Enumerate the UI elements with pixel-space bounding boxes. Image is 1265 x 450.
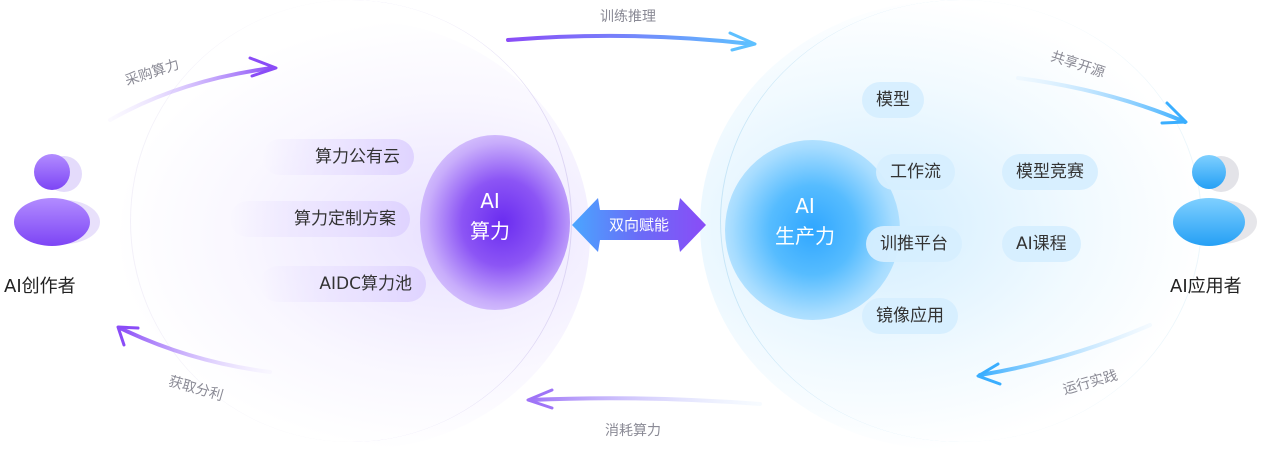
- custom-solution-pill[interactable]: 算力定制方案: [230, 201, 410, 237]
- ai-productivity-line1: AI: [795, 194, 815, 218]
- user-person-icon: [1173, 155, 1257, 246]
- gain-arrow: [118, 326, 272, 374]
- workflow-pill[interactable]: 工作流: [876, 154, 955, 190]
- creator-person-icon: [14, 154, 100, 246]
- connector-shape: [572, 198, 706, 252]
- ai-productivity-label: AI 生产力: [745, 191, 865, 251]
- training-platform-pill[interactable]: 训推平台: [866, 226, 962, 262]
- ai-compute-label: AI 算力: [440, 186, 540, 246]
- ai-course-pill[interactable]: AI课程: [1002, 226, 1081, 262]
- share-arrow: [1016, 76, 1187, 124]
- public-cloud-pill[interactable]: 算力公有云: [262, 139, 414, 175]
- left-arc: [130, 0, 572, 442]
- train-label: 训练推理: [600, 9, 656, 25]
- consume-arrow: [528, 396, 762, 406]
- ai-compute-line1: AI: [480, 189, 500, 213]
- practice-arrow: [978, 323, 1152, 377]
- consume-label: 消耗算力: [605, 423, 661, 439]
- user-label: AI应用者: [1170, 276, 1242, 297]
- model-competition-pill[interactable]: 模型竞赛: [1002, 154, 1098, 190]
- purchase-arrow: [108, 66, 274, 122]
- aidc-pool-pill[interactable]: AIDC算力池: [260, 266, 426, 302]
- creator-label: AI创作者: [4, 276, 76, 297]
- image-app-pill[interactable]: 镜像应用: [862, 298, 958, 334]
- model-pill[interactable]: 模型: [862, 82, 924, 118]
- ai-compute-core: [420, 135, 570, 310]
- train-arrow: [506, 33, 754, 46]
- mutual-empower-label: 双向赋能: [608, 216, 669, 234]
- ai-compute-line2: 算力: [470, 219, 510, 243]
- ai-productivity-line2: 生产力: [775, 224, 835, 248]
